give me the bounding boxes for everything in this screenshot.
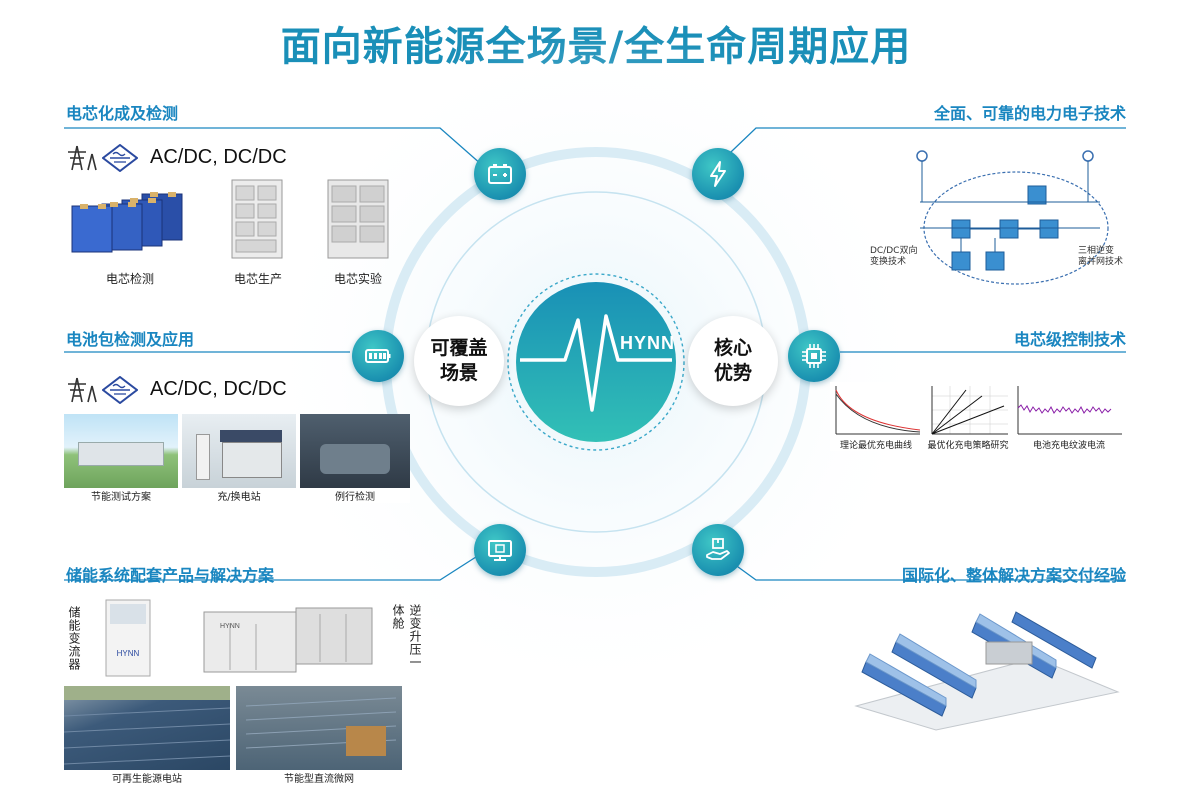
vertical-label-inverter: 逆变升压一体舱 — [391, 604, 422, 669]
hynn-logo-text: HYNN — [620, 333, 676, 353]
monitor-icon — [474, 524, 526, 576]
section-title-pack: 电池包检测及应用 — [66, 330, 195, 349]
section-title-storage: 储能系统配套产品与解决方案 — [66, 566, 275, 585]
factory-line-rendering — [854, 611, 1120, 731]
acdc-label-2: AC/DC, DC/DC — [150, 378, 287, 400]
photo-charging-station — [182, 414, 296, 488]
svg-text:HYNN: HYNN — [220, 623, 240, 630]
chip-icon — [788, 330, 840, 382]
power-tower-icon — [68, 145, 97, 171]
caption-routine-test: 例行检测 — [300, 488, 410, 503]
section-title-cell-formation: 电芯化成及检测 — [66, 104, 179, 123]
container-image: HYNN — [203, 607, 373, 673]
section-title-international: 国际化、整体解决方案交付经验 — [901, 566, 1126, 585]
hynn-logo-disc — [516, 282, 676, 442]
caption-charging-station: 充/换电站 — [182, 488, 296, 503]
cell-production-cabinet-image — [231, 179, 283, 259]
chart-optimized-strategy — [926, 382, 1010, 438]
hand-package-icon — [692, 524, 744, 576]
chart-ripple-current — [1014, 382, 1124, 438]
acdc-label-1: AC/DC, DC/DC — [150, 146, 287, 168]
photo-dc-microgrid — [236, 686, 402, 770]
chart-optimal-curve — [830, 382, 922, 438]
battery-pack-icon — [352, 330, 404, 382]
caption-optimized-strategy: 最优化充电策略研究 — [926, 438, 1010, 451]
section-title-power-electronics: 全面、可靠的电力电子技术 — [933, 104, 1126, 123]
coverage-scenarios-badge: 可覆盖场景 — [414, 316, 504, 406]
lightning-icon — [692, 148, 744, 200]
caption-cell-test: 电芯检测 — [105, 272, 154, 286]
caption-energy-test: 节能测试方案 — [64, 488, 178, 503]
caption-ripple-current: 电池充电纹波电流 — [1014, 438, 1124, 451]
pcs-cabinet-image: HYNN — [105, 599, 151, 677]
cell-test-cabinet-image — [327, 179, 389, 259]
core-advantage-badge: 核心优势 — [688, 316, 778, 406]
section-title-cell-control: 电芯级控制技术 — [1013, 330, 1126, 349]
converter-icon — [102, 144, 138, 172]
caption-renewable-station: 可再生能源电站 — [64, 770, 230, 785]
label-three-phase-inverter: 三相逆变 离并网技术 — [1078, 246, 1124, 267]
cell-battery-image — [71, 192, 183, 253]
caption-cell-lab: 电芯实验 — [333, 272, 382, 286]
caption-optimal-curve: 理论最优充电曲线 — [830, 438, 922, 451]
vertical-label-pcs: 储能变流器 — [67, 606, 81, 671]
power-topology-diagram — [916, 150, 1109, 285]
svg-text:HYNN: HYNN — [117, 649, 140, 658]
photo-renewable-station — [64, 686, 230, 770]
caption-dc-microgrid: 节能型直流微网 — [236, 770, 402, 785]
photo-energy-test — [64, 414, 178, 488]
label-dcdc-bidirectional: DC/DC双向 变换技术 — [870, 246, 918, 267]
photo-routine-test — [300, 414, 410, 488]
battery-icon — [474, 148, 526, 200]
caption-cell-production: 电芯生产 — [233, 272, 282, 286]
converter-icon-2 — [102, 376, 138, 404]
power-tower-icon-2 — [68, 377, 97, 403]
